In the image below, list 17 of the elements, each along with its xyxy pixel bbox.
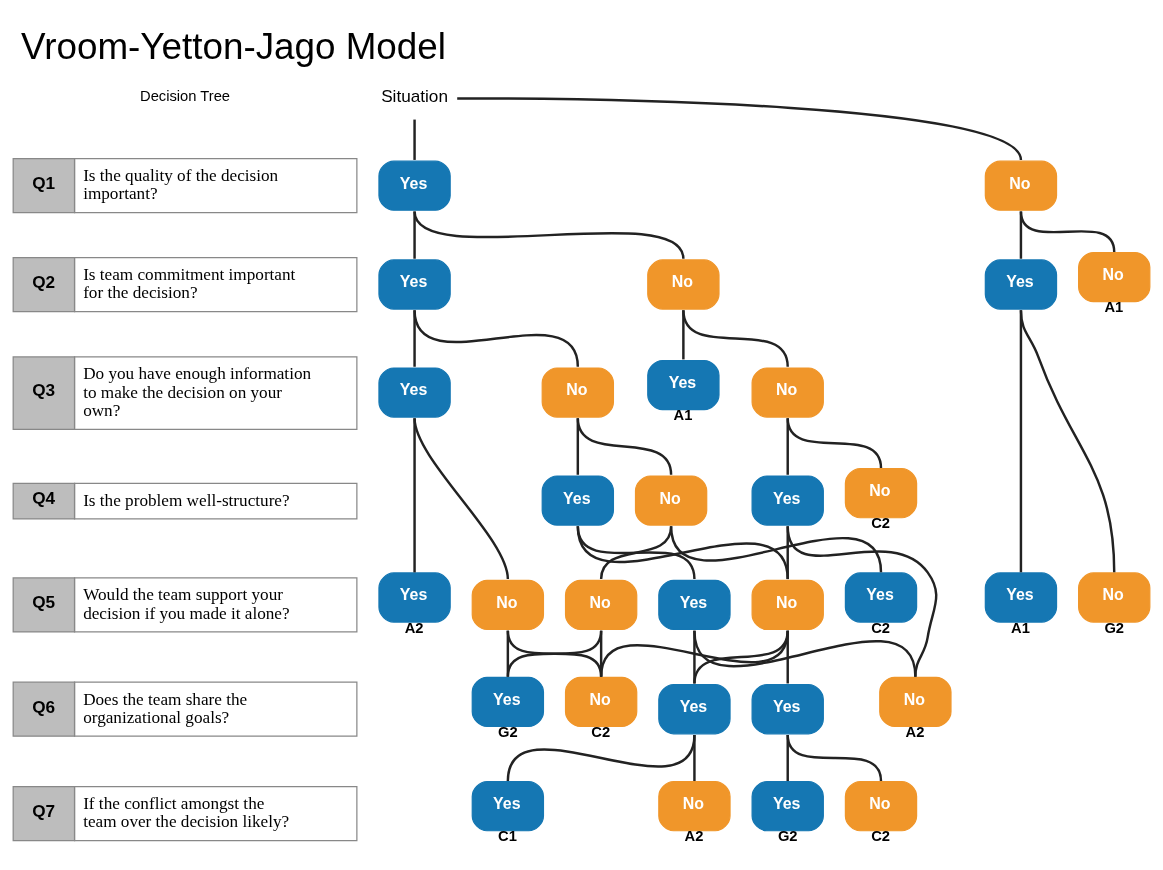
label: Q2 (32, 271, 56, 292)
label: Is the quality of the decision important? (83, 165, 279, 203)
label: Is the problem well-structure? (83, 490, 290, 510)
label: Q6 (32, 696, 56, 717)
label: Do you have enough information to make the decision on your own? (83, 363, 312, 420)
node-text: Situation (381, 85, 448, 106)
label: Does the team share the organizational goals? (83, 689, 248, 727)
label: Q7 (32, 800, 56, 821)
diagram-title: Vroom-Yetton-Jago Model (21, 25, 446, 67)
label: Q1 (32, 172, 56, 193)
label: Q4 (32, 487, 56, 508)
label: Q3 (32, 379, 56, 400)
label: Decision Tree (140, 87, 231, 104)
label: Is team commitment important for the decision? (83, 264, 296, 302)
label: Would the team support your decision if you made it alone? (83, 584, 290, 623)
label: Q5 (32, 591, 56, 612)
label: If the conflict amongst the team over the decision likely? (83, 793, 290, 831)
